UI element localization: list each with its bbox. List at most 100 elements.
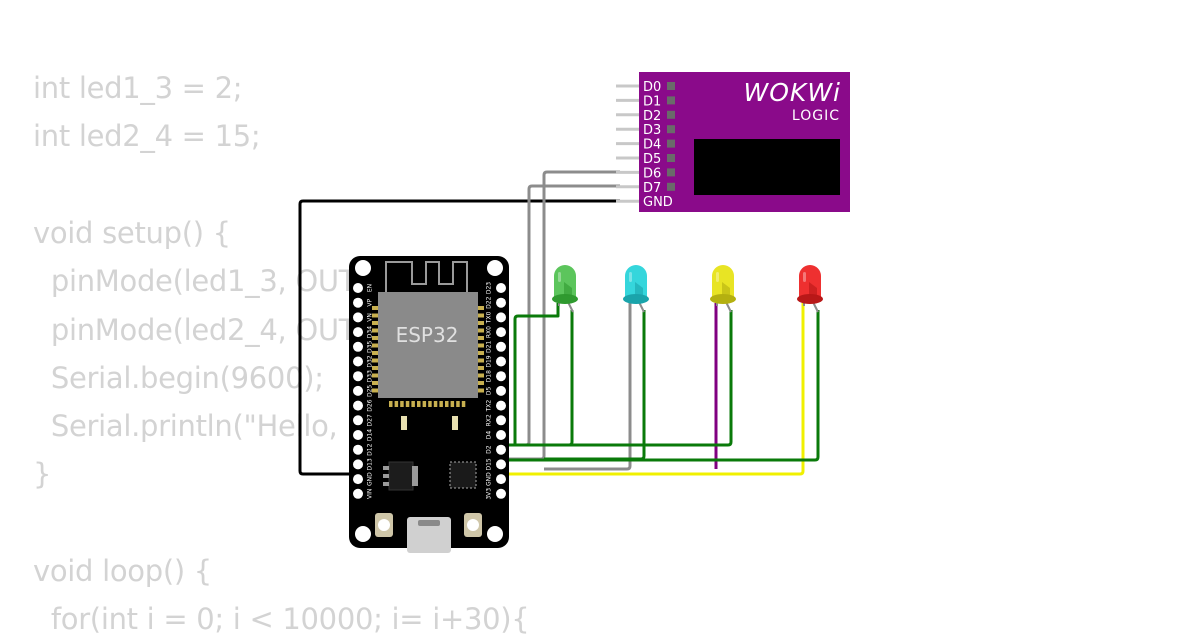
pin-label: EN (367, 284, 374, 292)
module-pad (372, 388, 378, 393)
micro-usb-port[interactable] (407, 517, 451, 553)
pin-label: D27 (367, 414, 374, 426)
header-pin-d12[interactable] (353, 444, 363, 455)
micro-usb-opening (418, 520, 440, 526)
header-pin-d23[interactable] (496, 283, 506, 293)
header-pin-d2[interactable] (496, 444, 506, 455)
logic-pin-label: D4 (643, 138, 661, 153)
logic-pin-label: D5 (643, 152, 661, 167)
header-pin-d14[interactable] (353, 430, 363, 440)
antenna-trace (385, 261, 468, 292)
header-pin-tx0[interactable] (496, 312, 506, 323)
module-pad (372, 366, 378, 370)
pin-label: D21 (486, 340, 493, 352)
leds (552, 265, 823, 313)
header-pin-d27[interactable] (353, 415, 363, 426)
led-cyan[interactable] (623, 265, 649, 313)
module-pad (372, 351, 378, 355)
logic-channel-indicator (667, 82, 675, 90)
esp32-board[interactable]: ESP32 ENVPVND34D35D32D33D25D26D27D14D12D… (349, 256, 509, 553)
module-pad (394, 401, 399, 407)
module-pad (478, 366, 484, 370)
led-green[interactable] (552, 265, 578, 313)
pin-label: D34 (367, 326, 374, 338)
pin-label: D19 (486, 355, 493, 367)
module-pad (372, 306, 378, 310)
pin-label: D5 (486, 386, 493, 395)
module-pad (456, 401, 460, 407)
wire-led4-anode[interactable] (500, 303, 805, 476)
pin-label: VIN (367, 489, 374, 499)
header-pin-tx2[interactable] (496, 400, 506, 411)
header-pin-d22[interactable] (496, 297, 506, 308)
module-pad (478, 351, 484, 355)
module-pad (372, 313, 378, 318)
header-pin-d19[interactable] (496, 356, 506, 367)
led-yellow[interactable] (710, 265, 736, 313)
header-pin-gnd[interactable] (496, 474, 506, 485)
regulator-leg (383, 474, 389, 478)
logic-pin-label: D3 (643, 123, 661, 138)
led-die (635, 282, 643, 296)
module-pad (478, 388, 484, 393)
wire-led1-anode[interactable] (500, 303, 560, 447)
header-pin-d15[interactable] (496, 459, 506, 470)
header-pin-d4[interactable] (496, 430, 506, 440)
boot-button[interactable] (375, 513, 393, 537)
wire-led4-cathode[interactable] (500, 310, 820, 462)
wire-gnd-black[interactable] (298, 199, 620, 476)
logic-channel-indicator (667, 139, 675, 148)
header-pin-d18[interactable] (496, 371, 506, 382)
wire-led2-anode[interactable] (544, 303, 632, 471)
regulator-leg (383, 466, 389, 470)
logic-analyzer-display (694, 139, 840, 195)
module-pad (372, 321, 378, 325)
module-pad (372, 373, 378, 378)
pin-labels-right: D23D22TX0RX0D21D19D18D5TX2RX2D4D2D15GND3… (486, 282, 493, 500)
header-pin-en[interactable] (353, 283, 363, 293)
header-pin-3v3[interactable] (496, 488, 506, 499)
esp32-module-shield (378, 292, 478, 398)
header-pin-rx2[interactable] (496, 415, 506, 426)
header-pin-d21[interactable] (496, 341, 506, 352)
module-pad (389, 401, 393, 407)
header-pin-d34[interactable] (353, 327, 363, 338)
module-pad (428, 401, 432, 407)
pin-label: D2 (486, 445, 493, 454)
logic-analyzer-brand: WOKWi (744, 78, 841, 107)
logic-analyzer-pin-leads (616, 84, 640, 203)
mounting-hole (487, 260, 503, 276)
regulator-leg (383, 482, 389, 486)
header-pin-d13[interactable] (353, 459, 363, 470)
header-pin-d32[interactable] (353, 356, 363, 367)
smd-component (401, 416, 407, 430)
header-pin-vn[interactable] (353, 312, 363, 323)
header-pins-left[interactable] (353, 283, 363, 499)
header-pin-rx0[interactable] (496, 327, 506, 338)
pin-label: D33 (367, 370, 374, 382)
header-pin-vin[interactable] (353, 488, 363, 499)
header-pin-d33[interactable] (353, 371, 363, 382)
header-pin-d26[interactable] (353, 400, 363, 411)
wire-led3-cathode[interactable] (569, 310, 733, 447)
mounting-hole (355, 526, 371, 542)
header-pin-gnd[interactable] (353, 474, 363, 485)
module-pad (372, 328, 378, 333)
module-pad (478, 328, 484, 333)
header-pin-d5[interactable] (496, 385, 506, 396)
pin-labels-left: ENVPVND34D35D32D33D25D26D27D14D12D13GNDV… (367, 284, 374, 499)
header-pins-right[interactable] (496, 283, 506, 499)
header-pin-vp[interactable] (353, 297, 363, 308)
header-pin-d35[interactable] (353, 341, 363, 352)
pin-label: TX2 (486, 400, 493, 413)
logic-channel-indicator (667, 110, 675, 119)
logic-pin-label: D7 (643, 181, 661, 196)
reset-button[interactable] (464, 513, 482, 537)
header-pin-d25[interactable] (353, 385, 363, 396)
led-red[interactable] (797, 265, 823, 313)
led-die (809, 282, 817, 296)
logic-analyzer-label: LOGIC (792, 108, 840, 124)
